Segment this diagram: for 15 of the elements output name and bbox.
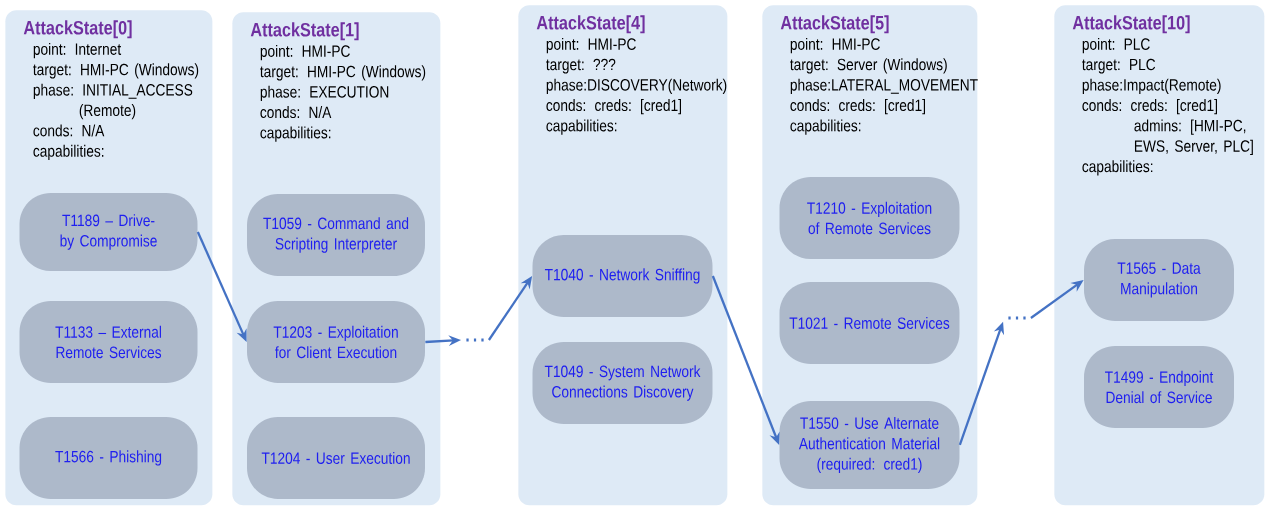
technique-pill: T1133 – External Remote Services [19,301,198,383]
technique-pill: T1021 - Remote Services [779,282,960,364]
technique-pill: T1189 – Drive-by Compromise [19,193,198,271]
ellipsis: … [1008,316,1026,320]
technique-pill: T1040 - Network Sniffing [532,235,713,317]
technique-pill: T1550 - Use Alternate Authentication Material (required: cred1) [779,401,960,489]
technique-pill: T1203 - Exploitation for Client Execution [247,301,425,383]
technique-pill: T1049 - System Network Connections Discovery [532,342,713,424]
technique-pill: T1499 - Endpoint Denial of Service [1084,346,1234,428]
technique-pill: T1204 - User Execution [247,417,425,499]
technique-pill: T1210 - Exploitation of Remote Services [779,177,960,259]
technique-pill: T1565 - Data Manipulation [1084,239,1234,321]
technique-pill: T1566 - Phishing [19,417,198,499]
ellipsis: … [466,338,484,342]
technique-pill: T1059 - Command and Scripting Interpreter [247,194,425,276]
